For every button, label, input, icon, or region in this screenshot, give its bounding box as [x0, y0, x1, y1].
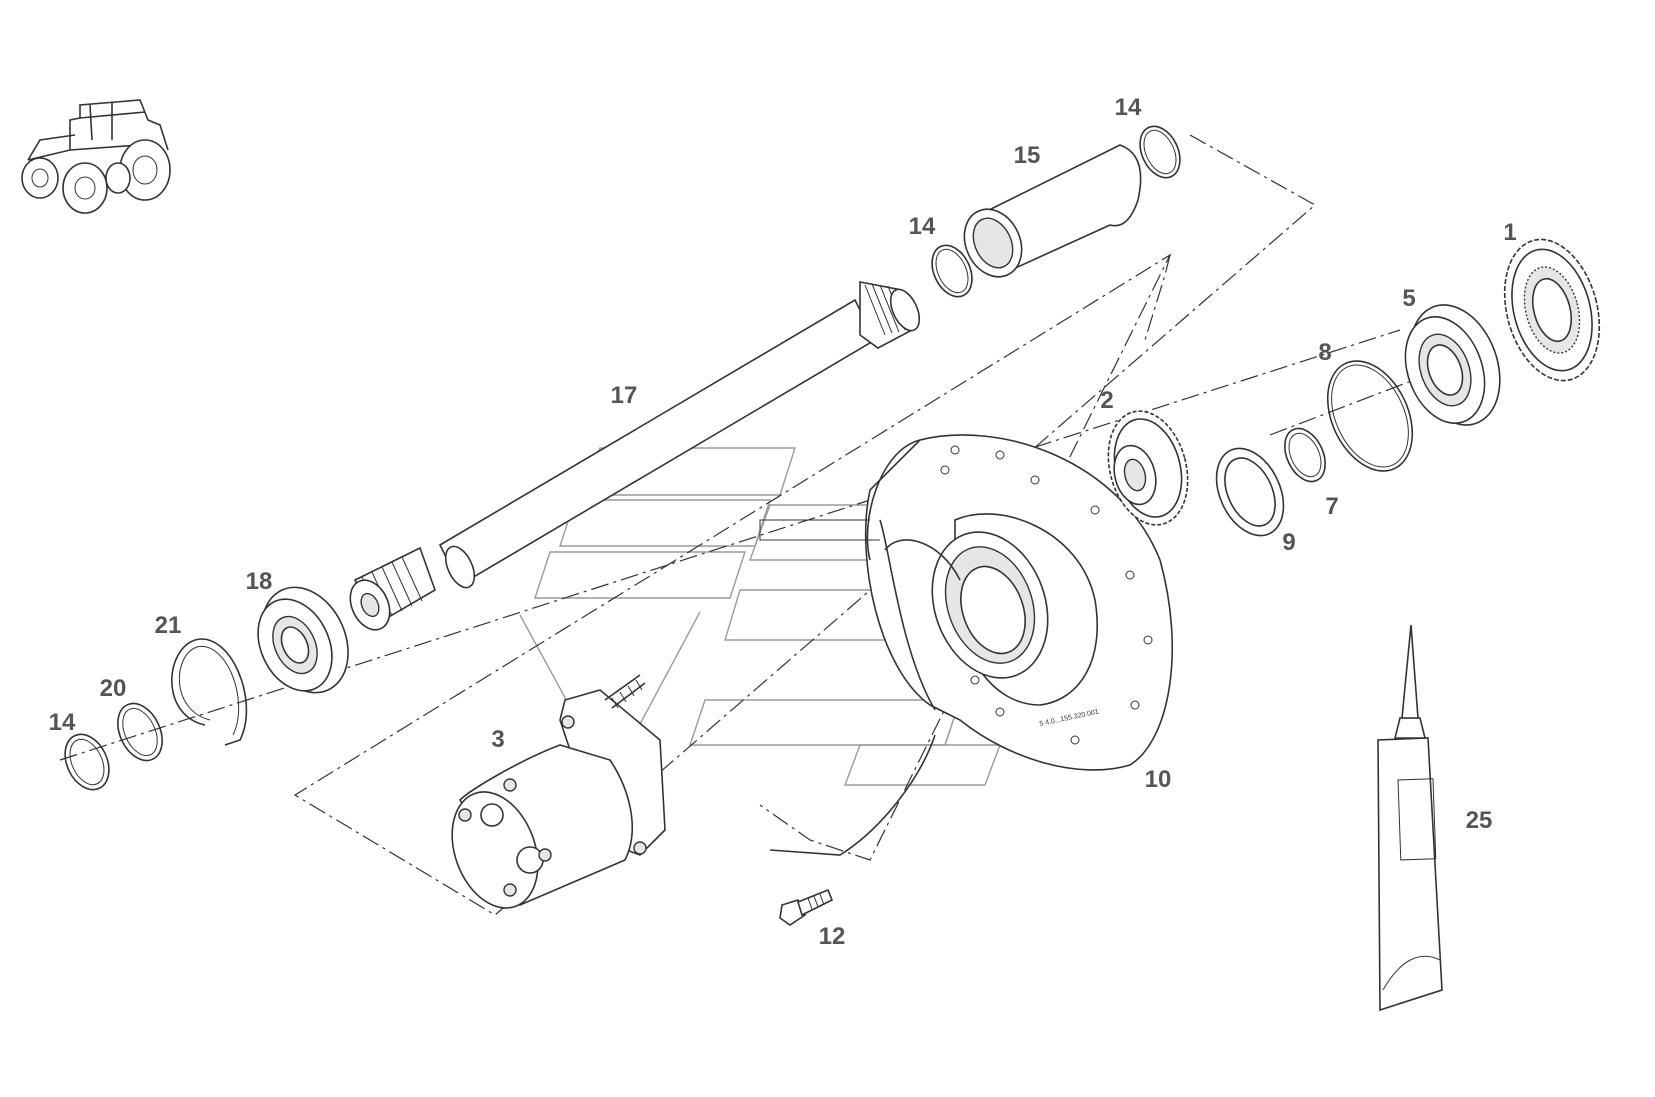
label-part-14-left: 14 [49, 709, 76, 736]
part-5-bearing [1404, 304, 1501, 426]
part-25-sealant-tube [1377, 624, 1443, 1012]
part-3-pump [451, 674, 666, 909]
label-part-1: 1 [1503, 219, 1516, 246]
part-1-gear [1503, 238, 1601, 382]
part-18-bearing [257, 586, 349, 694]
tractor-icon [21, 99, 171, 214]
label-part-20: 20 [100, 675, 127, 702]
part-14-ring-left [64, 733, 110, 791]
part-labels: 1 2 3 5 7 8 9 10 12 14 14 14 15 17 18 20… [49, 94, 1517, 950]
label-part-18: 18 [246, 568, 273, 595]
label-part-5: 5 [1402, 285, 1415, 312]
part-20-ring [117, 702, 163, 762]
part-8-ring [1326, 360, 1414, 472]
part-2-gear [1107, 410, 1189, 526]
label-part-15: 15 [1014, 142, 1041, 169]
label-part-14-middle: 14 [909, 213, 936, 240]
label-part-21: 21 [155, 612, 182, 639]
part-10-housing: 5 4.0...155.320.001 [759, 434, 1173, 856]
assembly-centerlines [59, 134, 1441, 916]
label-part-12: 12 [819, 923, 846, 950]
label-part-9: 9 [1282, 529, 1295, 556]
label-part-10: 10 [1145, 766, 1172, 793]
label-part-3: 3 [491, 726, 504, 753]
part-9-seal [1215, 447, 1285, 537]
part-12-bolt [779, 888, 834, 926]
label-part-7: 7 [1325, 493, 1338, 520]
part-15-sleeve [963, 144, 1142, 278]
label-part-14-top: 14 [1115, 94, 1142, 121]
label-part-2: 2 [1100, 387, 1113, 414]
part-14-ring-top [1139, 125, 1181, 179]
part-17-shaft [349, 281, 921, 631]
label-part-25: 25 [1466, 807, 1493, 834]
label-part-8: 8 [1318, 339, 1331, 366]
label-part-17: 17 [611, 382, 638, 409]
part-7-circlip [1284, 427, 1326, 483]
part-21-circlip [171, 638, 248, 746]
part-14-ring-middle [931, 244, 973, 298]
